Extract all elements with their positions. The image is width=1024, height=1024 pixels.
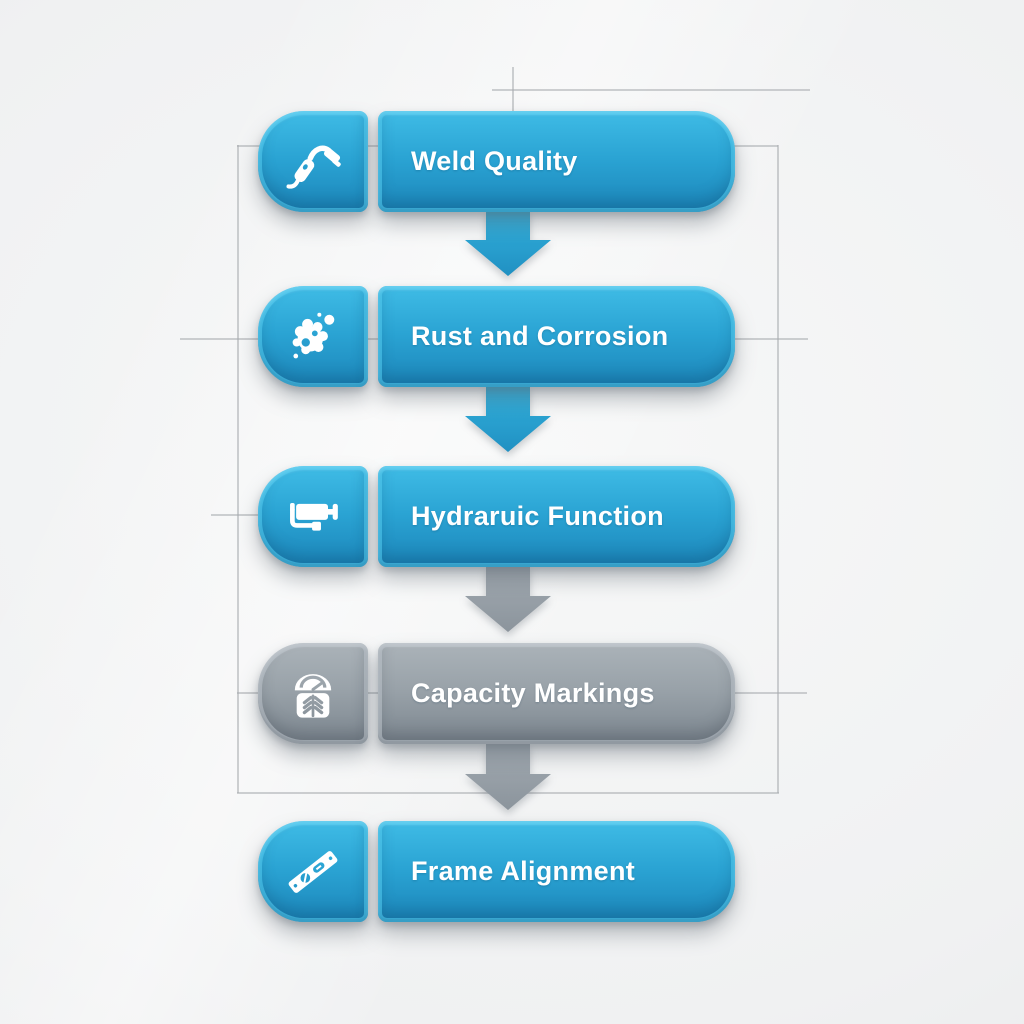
step-label-capsule: Hydraruic Function: [378, 466, 735, 567]
guide-line-frame-left: [237, 145, 239, 793]
flow-arrow-2: [465, 386, 551, 457]
step-label: Weld Quality: [411, 146, 578, 176]
step-label: Rust and Corrosion: [411, 321, 669, 351]
step-icon-capsule: [258, 466, 368, 567]
step-label: Capacity Markings: [411, 678, 655, 708]
capacity-scale-icon: [284, 664, 342, 723]
step-icon-capsule: [258, 111, 368, 212]
flow-arrow-4: [465, 744, 551, 815]
hydraulic-cylinder-icon: [290, 502, 338, 531]
flow-arrow-3: [465, 566, 551, 637]
step-label-capsule: Capacity Markings: [378, 643, 735, 744]
step-label-capsule: Weld Quality: [378, 111, 735, 212]
step-weld-quality: Weld Quality: [258, 111, 735, 212]
step-label: Frame Alignment: [411, 856, 636, 886]
step-capacity-markings: Capacity Markings: [258, 643, 735, 744]
step-rust-and-corrosion: Rust and Corrosion: [258, 286, 735, 387]
guide-line-top-horizontal: [492, 89, 810, 91]
step-label-capsule: Frame Alignment: [378, 821, 735, 922]
guide-line-frame-right: [777, 145, 779, 793]
corrosion-splat-icon: [284, 307, 342, 366]
step-label: Hydraruic Function: [411, 501, 664, 531]
step-icon-capsule: [258, 286, 368, 387]
welding-torch-icon: [286, 145, 341, 189]
guide-line-top-vertical: [512, 67, 514, 145]
flow-arrow-1: [465, 210, 551, 281]
step-label-capsule: Rust and Corrosion: [378, 286, 735, 387]
spirit-level-icon: [282, 840, 344, 903]
step-icon-capsule: [258, 643, 368, 744]
step-icon-capsule: [258, 821, 368, 922]
step-frame-alignment: Frame Alignment: [258, 821, 735, 922]
step-hydraulic-function: Hydraruic Function: [258, 466, 735, 567]
